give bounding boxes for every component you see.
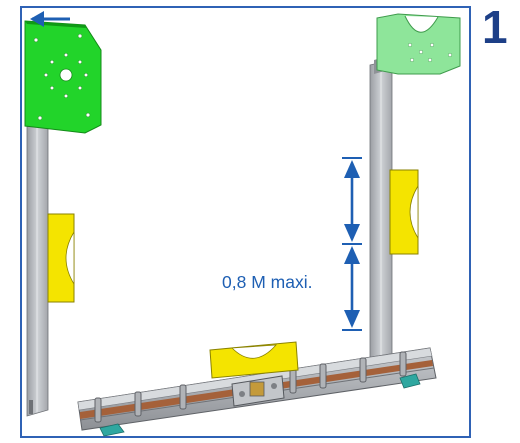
left-post: [26, 112, 49, 417]
diagram-frame: [20, 6, 471, 438]
height-dimension-label: 0,8 M maxi.: [222, 272, 313, 292]
left-foot: [99, 423, 125, 437]
right-post: [369, 56, 393, 366]
right-mounting-plate: [376, 13, 461, 75]
right-foot: [399, 373, 421, 389]
left-mounting-plate: [24, 20, 102, 134]
step-number: 1: [482, 1, 508, 53]
rail-spirit-level: [209, 341, 299, 379]
rail-carriage: [231, 375, 285, 407]
left-spirit-level: [47, 213, 75, 303]
vertical-dimension-arrow-icon: [342, 157, 362, 331]
left-arrow-icon: [30, 11, 70, 27]
right-spirit-level: [389, 169, 419, 255]
